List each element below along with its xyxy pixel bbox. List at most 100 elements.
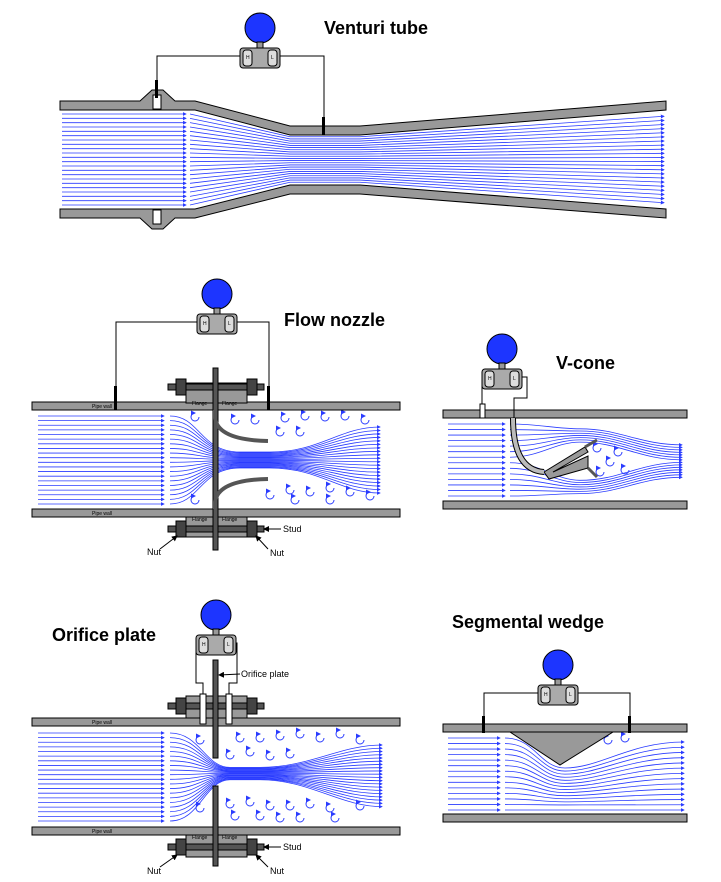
vcone-bottom-pipe-wall — [443, 501, 687, 509]
eddy — [256, 734, 264, 742]
stud-label: Stud — [283, 842, 302, 852]
transmitter-h-label: H — [202, 642, 206, 648]
eddy — [593, 444, 601, 452]
transmitter-h-label: H — [246, 55, 250, 61]
flange-label: Flange — [222, 835, 238, 841]
eddy — [276, 732, 284, 740]
transmitter-l-label: L — [271, 55, 274, 61]
venturi-low-tap — [153, 210, 161, 224]
wedge-high-line — [484, 693, 539, 720]
eddy — [266, 802, 274, 810]
eddy — [196, 736, 204, 744]
nut-label: Nut — [270, 866, 285, 876]
orifice-streamlines — [38, 733, 382, 821]
transmitter-head — [202, 279, 232, 309]
streamline — [170, 425, 380, 453]
streamline — [170, 778, 382, 811]
streamline — [505, 799, 684, 802]
orifice-section: Orifice plate Pipe wall Pipe wall Flange… — [32, 600, 400, 876]
eddy — [316, 734, 324, 742]
nut — [176, 379, 186, 395]
venturi-high-line — [157, 56, 241, 97]
eddy — [326, 484, 334, 492]
flange-label: Flange — [192, 517, 208, 523]
venturi-low-line — [280, 56, 324, 131]
nozzle-streamlines — [38, 416, 380, 504]
nut — [176, 521, 186, 537]
transmitter-neck — [213, 629, 219, 635]
transmitter-h-label: H — [203, 321, 207, 327]
streamline — [190, 157, 664, 158]
venturi-title: Venturi tube — [324, 18, 428, 38]
stud-label: Stud — [283, 524, 302, 534]
transmitter-l-label: L — [569, 692, 572, 698]
eddy — [321, 413, 329, 421]
nut — [247, 698, 257, 714]
transmitter-head — [245, 13, 275, 43]
transmitter-l-label: L — [227, 642, 230, 648]
eddy — [226, 751, 234, 759]
eddy — [356, 736, 364, 744]
eddy — [196, 804, 204, 812]
nut — [247, 379, 257, 395]
streamline — [190, 161, 664, 162]
flange-label: Flange — [192, 835, 208, 841]
eddy — [331, 814, 339, 822]
eddy — [251, 416, 259, 424]
nut — [247, 521, 257, 537]
orifice-plate — [213, 786, 218, 866]
streamline — [170, 780, 382, 821]
eddy — [286, 802, 294, 810]
nozzle-plate — [213, 368, 218, 550]
eddy — [281, 414, 289, 422]
pipe-wall-label: Pipe wall — [92, 829, 112, 835]
nut — [176, 839, 186, 855]
eddy — [231, 416, 239, 424]
vcone-title: V-cone — [556, 353, 615, 373]
eddy — [606, 458, 614, 466]
eddy — [366, 492, 374, 500]
streamline — [505, 777, 684, 790]
eddy — [361, 416, 369, 424]
eddy — [191, 413, 199, 421]
wedge-title: Segmental wedge — [452, 612, 604, 632]
wedge-top-pipe-wall — [443, 724, 687, 732]
eddy — [276, 428, 284, 436]
eddy — [301, 412, 309, 420]
eddy — [341, 412, 349, 420]
eddy — [356, 802, 364, 810]
eddy — [256, 812, 264, 820]
eddy — [296, 730, 304, 738]
vcone-cone — [544, 447, 588, 479]
transmitter-neck — [555, 679, 561, 685]
flange-label: Flange — [222, 401, 238, 407]
transmitter-l-label: L — [228, 321, 231, 327]
nut — [176, 698, 186, 714]
streamline — [510, 477, 682, 496]
eddy — [276, 814, 284, 822]
nut — [247, 839, 257, 855]
nozzle-lower-lip — [215, 479, 268, 509]
eddy — [326, 496, 334, 504]
eddy — [614, 448, 622, 456]
transmitter-l-label: L — [513, 376, 516, 382]
wedge-low-line — [577, 693, 630, 720]
venturi-top-wall — [60, 90, 666, 135]
eddy — [231, 812, 239, 820]
flange-label: Flange — [192, 401, 208, 407]
pipe-wall-label: Pipe wall — [92, 404, 112, 410]
eddy — [266, 491, 274, 499]
nut-label: Nut — [270, 548, 285, 558]
flange-label: Flange — [222, 517, 238, 523]
transmitter-h-label: H — [488, 376, 492, 382]
transmitter-neck — [214, 308, 220, 314]
eddy — [296, 814, 304, 822]
orifice-plate — [213, 660, 218, 758]
